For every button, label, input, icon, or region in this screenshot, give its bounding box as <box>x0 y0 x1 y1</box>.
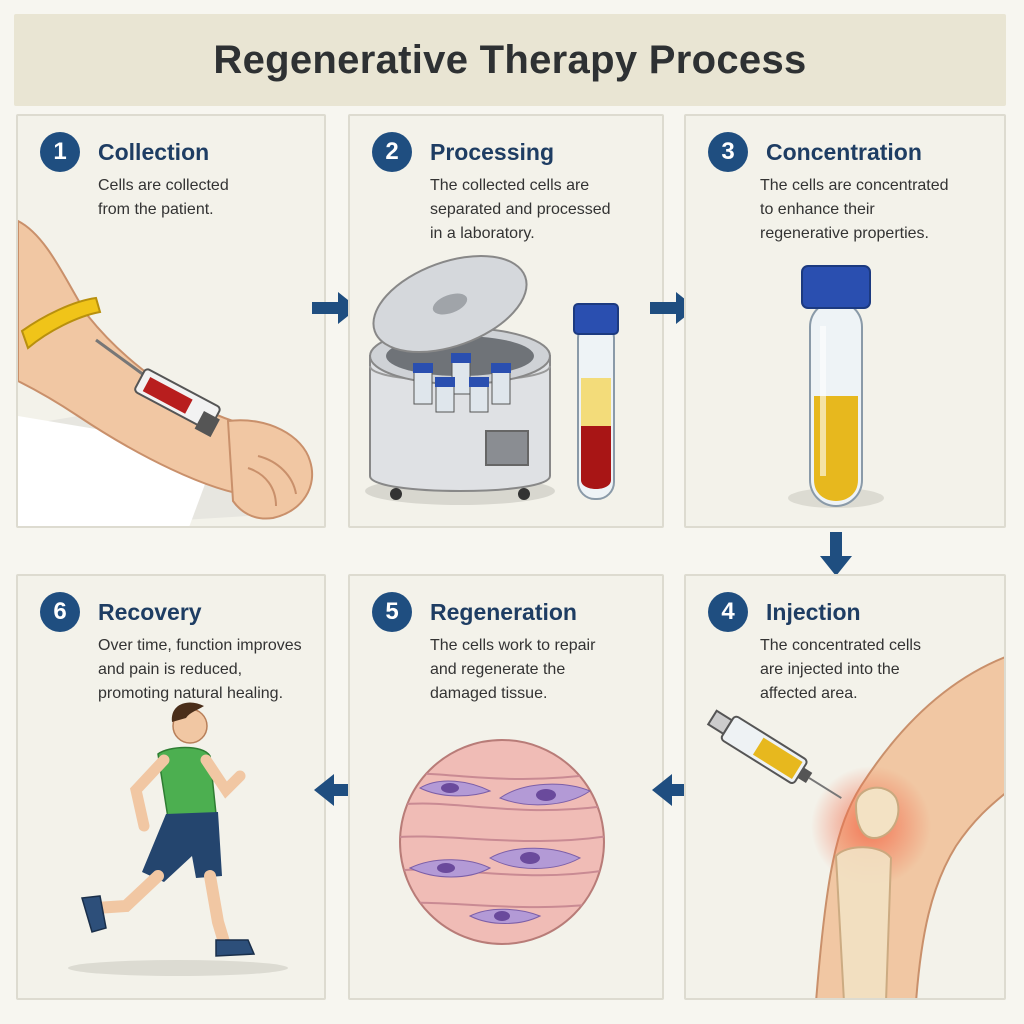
step-title: Regeneration <box>430 598 577 625</box>
step-description: Cells are collected from the patient. <box>98 177 229 218</box>
step-title: Concentration <box>766 138 922 165</box>
page-title: Regenerative Therapy Process <box>213 37 807 82</box>
step-description: The cells are concentrated to enhance th… <box>760 177 949 242</box>
step-description: The cells work to repair and regenerate … <box>430 637 596 702</box>
step-panel-regeneration: 5 Regeneration The cells work to repair … <box>348 574 664 1000</box>
step-number-badge: 2 <box>372 132 412 172</box>
step-panel-collection: 1 Collection Cells are collected from th… <box>16 114 326 528</box>
step-header: 2 Processing <box>372 132 554 172</box>
concentrated-tube-illustration <box>788 265 884 508</box>
step-number-badge: 3 <box>708 132 748 172</box>
step-panel-recovery: 6 Recovery Over time, function improves … <box>16 574 326 1000</box>
step-header: 3 Concentration <box>708 132 922 172</box>
step-header: 5 Regeneration <box>372 592 577 632</box>
step-header: 1 Collection <box>40 132 209 172</box>
step-header: 6 Recovery <box>40 592 202 632</box>
step-panel-injection: 4 Injection The concentrated cells are i… <box>684 574 1006 1000</box>
arrow-down-icon <box>820 532 852 576</box>
step-title: Collection <box>98 138 210 165</box>
step-number-badge: 4 <box>708 592 748 632</box>
step-description: Over time, function improves and pain is… <box>98 637 302 702</box>
arrow-left-icon <box>314 774 360 806</box>
step-panel-concentration: 3 Concentration The cells are concentrat… <box>684 114 1006 528</box>
step-description: The concentrated cells are injected into… <box>760 637 921 702</box>
step-title: Injection <box>766 598 861 625</box>
step-number-badge: 5 <box>372 592 412 632</box>
centrifuge-illustration <box>365 254 619 505</box>
running-person-illustration <box>68 702 288 976</box>
step-panel-processing: 2 Processing The collected cells are sep… <box>348 114 664 528</box>
step-number-badge: 1 <box>40 132 80 172</box>
step-description: The collected cells are separated and pr… <box>430 177 611 242</box>
step-title: Processing <box>430 138 554 165</box>
knee-injection-illustration <box>706 656 1004 998</box>
tissue-cells-illustration <box>399 739 605 945</box>
arrow-right-icon <box>312 292 358 324</box>
arm-blood-draw-illustration <box>18 219 314 526</box>
arrow-left-icon <box>652 774 698 806</box>
step-number-badge: 6 <box>40 592 80 632</box>
step-title: Recovery <box>98 598 202 625</box>
title-bar: Regenerative Therapy Process <box>14 14 1006 106</box>
step-header: 4 Injection <box>708 592 861 632</box>
